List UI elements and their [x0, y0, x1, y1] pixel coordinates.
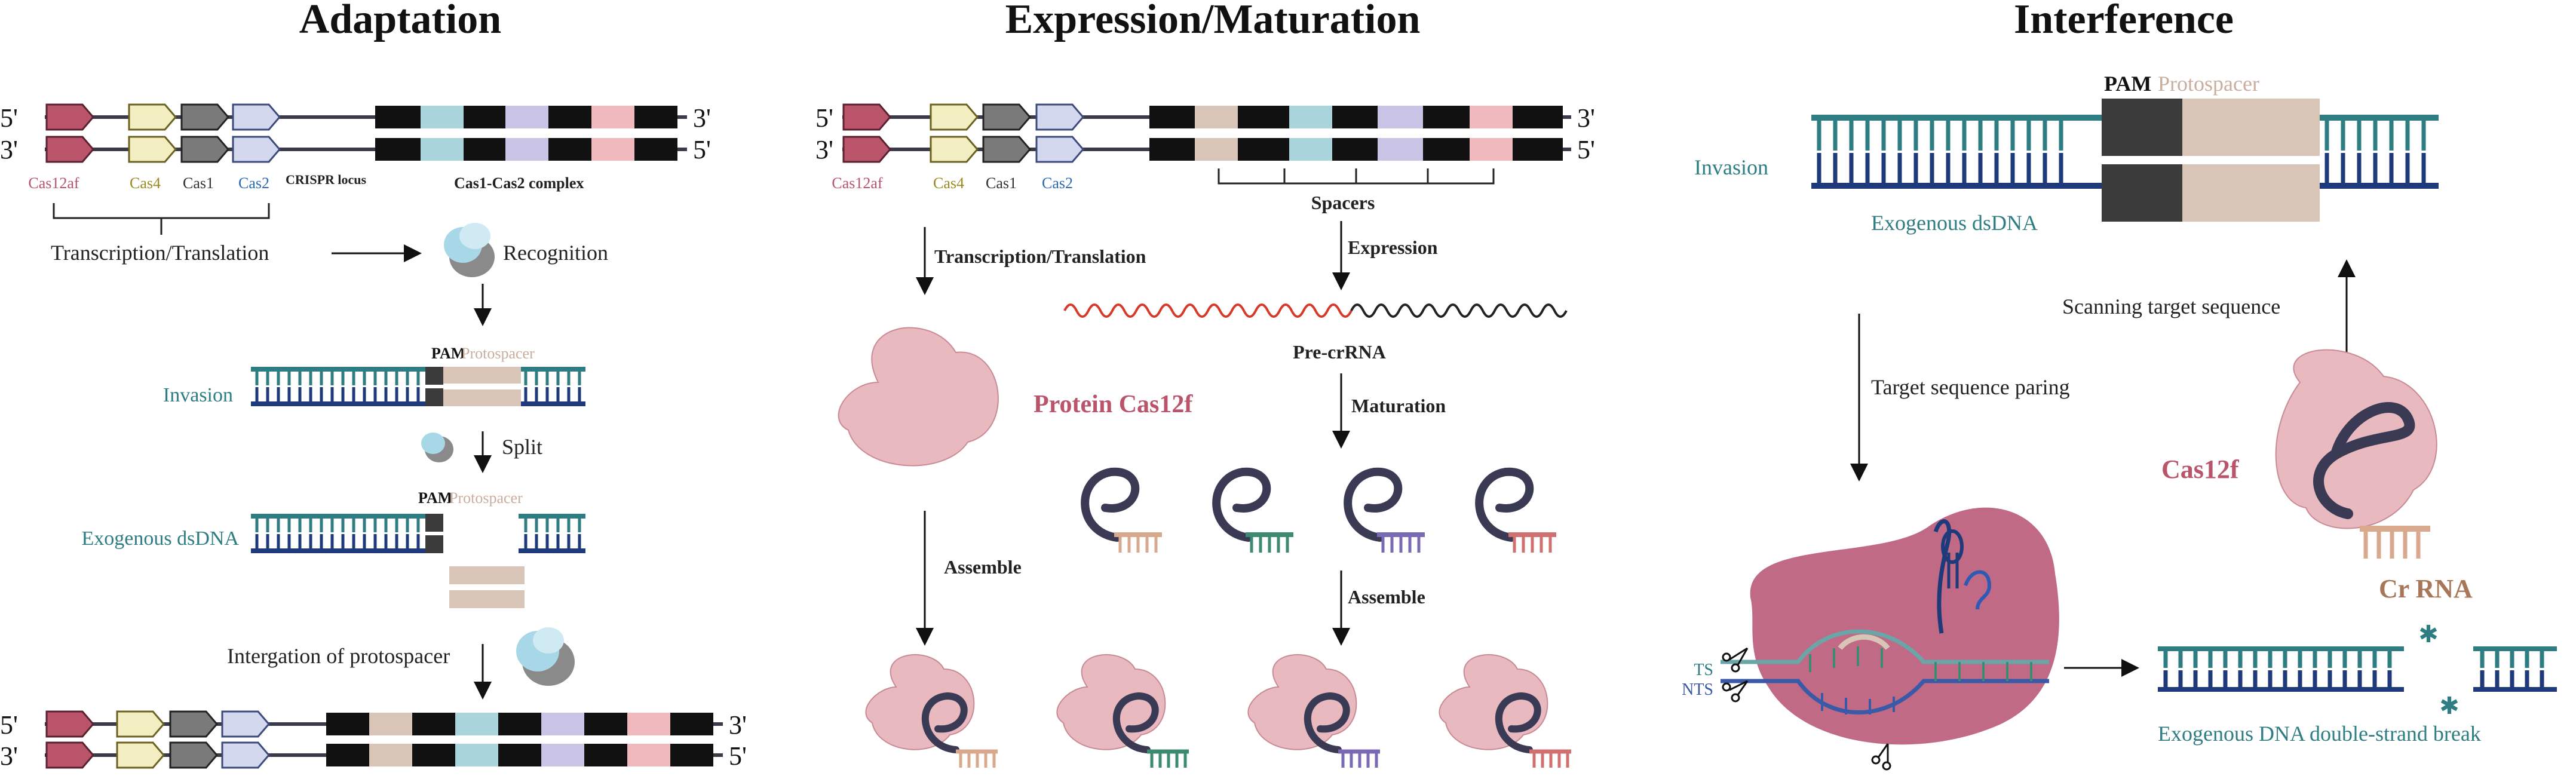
interference-invasion-label: Invasion — [1694, 155, 1768, 179]
section-title-expression: Expression/Maturation — [1005, 0, 1421, 42]
section-title-interference: Interference — [2014, 0, 2234, 42]
gene-cas2-shape — [232, 103, 281, 163]
gene-cas12af-shape — [45, 103, 94, 163]
protein-cas12f-blob — [838, 327, 999, 467]
nts-label: NTS — [1682, 680, 1713, 699]
gene-label-cas12af: Cas12af — [832, 174, 883, 192]
cas1-cas2-complex-label: Cas1-Cas2 complex — [454, 174, 584, 192]
gene-label-cas4: Cas4 — [130, 174, 161, 192]
gene-label-cas1: Cas1 — [986, 174, 1017, 192]
ts-label: TS — [1694, 661, 1713, 679]
assembled-complex-3 — [1247, 654, 1380, 768]
pre-crrna-repeat-wave — [1063, 303, 1353, 318]
gene-label-cas12af: Cas12af — [28, 174, 79, 192]
three-prime-label: 3' — [0, 741, 18, 771]
adaptation-invasion-label: Invasion — [163, 384, 233, 406]
assembled-complex-1 — [865, 654, 998, 768]
five-prime-label: 5' — [1577, 135, 1595, 164]
adaptation-exogenous-dsdna: PAM Protospacer — [251, 489, 585, 608]
integration-protein-icon — [516, 627, 575, 686]
adaptation-transcription-label: Transcription/Translation — [51, 241, 269, 265]
spacers-label: Spacers — [1311, 192, 1375, 213]
gene-label-cas2: Cas2 — [238, 174, 269, 192]
interference-exogenous-label: Exogenous dsDNA — [1871, 211, 2038, 235]
gene-label-cas4: Cas4 — [933, 174, 964, 192]
gene-bracket — [53, 203, 270, 235]
mature-crrna-1 — [1081, 467, 1162, 553]
pam-label: PAM — [431, 345, 465, 362]
three-prime-label: 3' — [693, 103, 711, 133]
cut-star-icon: ✱ — [2439, 692, 2460, 719]
protospacer-label: Protospacer — [2158, 72, 2259, 96]
adaptation-exogenous-label: Exogenous dsDNA — [82, 528, 240, 550]
recognition-label: Recognition — [503, 241, 608, 265]
target-pairing-label: Target sequence paring — [1871, 375, 2070, 399]
adaptation-locus-bottom: 5' 3' 3' 5' — [0, 710, 747, 771]
assemble-label-left: Assemble — [944, 556, 1022, 578]
pam-label: PAM — [2104, 72, 2151, 96]
three-prime-label: 3' — [729, 710, 747, 740]
expression-label: Expression — [1348, 237, 1438, 258]
protospacer-label: Protospacer — [461, 345, 535, 362]
split-label: Split — [502, 435, 542, 459]
pre-crrna-spacer-wave — [1350, 303, 1568, 318]
adaptation-invasion-dsdna: PAM Protospacer — [251, 345, 585, 406]
gene-cas4-shape — [128, 103, 177, 163]
cut-star-icon: ✱ — [2418, 621, 2439, 648]
five-prime-label: 5' — [693, 135, 711, 164]
break-label: Exogenous DNA double-strand break — [2158, 722, 2481, 746]
cas1-cas2-protein-icon — [444, 223, 495, 277]
expression-locus: 5' 3' 3' 5' Cas12af Cas4 Cas1 Cas2 Space… — [815, 103, 1595, 213]
crispr-array — [375, 106, 677, 161]
maturation-label: Maturation — [1351, 395, 1446, 416]
five-prime-label: 5' — [0, 710, 18, 740]
protospacer-label: Protospacer — [449, 489, 523, 507]
pre-crrna-label: Pre-crRNA — [1293, 341, 1386, 363]
section-title-adaptation: Adaptation — [299, 0, 501, 42]
r-loop-complex — [1721, 507, 2059, 771]
split-protein-icon — [421, 433, 453, 462]
adaptation-locus-top: 5' 3' 3' 5' Cas12af — [0, 103, 711, 235]
three-prime-label: 3' — [0, 135, 18, 164]
mature-crrna-4 — [1475, 467, 1556, 553]
crrna-label: Cr RNA — [2379, 574, 2473, 603]
five-prime-label: 5' — [729, 741, 747, 771]
broken-dsdna: ✱ ✱ — [2158, 621, 2557, 719]
three-prime-label: 3' — [1577, 103, 1595, 133]
interference-invasion-dsdna: PAM Protospacer — [1811, 72, 2439, 222]
assembled-complex-2 — [1056, 654, 1189, 768]
assembled-complex-4 — [1439, 654, 1571, 768]
protein-cas12f-label: Protein Cas12f — [1034, 391, 1193, 418]
spacers-bracket — [1218, 168, 1495, 185]
mature-crrna-2 — [1212, 467, 1293, 553]
assemble-label-right: Assemble — [1348, 586, 1425, 608]
mature-crrna-3 — [1344, 467, 1425, 553]
gene-cas1-shape — [180, 103, 229, 163]
five-prime-label: 5' — [815, 103, 833, 133]
five-prime-label: 5' — [0, 103, 18, 133]
cas12f-label: Cas12f — [2161, 455, 2240, 484]
integration-label: Intergation of protospacer — [227, 644, 450, 668]
expression-transcription-label: Transcription/Translation — [934, 246, 1146, 267]
gene-label-cas2: Cas2 — [1042, 174, 1073, 192]
crispr-locus-label: CRISPR locus — [286, 172, 367, 187]
three-prime-label: 3' — [815, 135, 833, 164]
scanning-label: Scanning target sequence — [2062, 295, 2280, 318]
gene-label-cas1: Cas1 — [183, 174, 214, 192]
cas12f-crrna-complex — [2275, 349, 2437, 559]
pam-label: PAM — [418, 489, 452, 507]
